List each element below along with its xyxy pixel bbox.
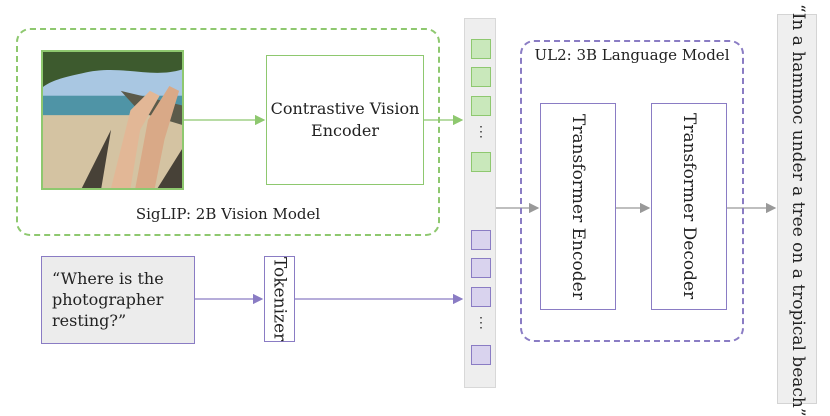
image-token	[471, 39, 491, 59]
text-token-ellipsis: ⋮	[474, 315, 488, 331]
input-photo	[41, 50, 184, 190]
image-token	[471, 96, 491, 116]
image-token	[471, 152, 491, 172]
token-sequence: ⋮ ⋮	[464, 18, 496, 388]
text-token	[471, 230, 491, 250]
vision-model-group	[16, 28, 440, 236]
transformer-encoder-label: Transformer Encoder	[568, 113, 588, 300]
image-token	[471, 67, 491, 87]
language-model-group	[520, 40, 744, 342]
output-text-box: “In a hammoc under a tree on a tropical …	[777, 3, 817, 416]
transformer-decoder-label: Transformer Decoder	[679, 113, 699, 300]
text-token	[471, 258, 491, 278]
image-token-ellipsis: ⋮	[474, 124, 488, 140]
transformer-encoder: Transformer Encoder	[540, 103, 616, 310]
text-token	[471, 287, 491, 307]
language-model-caption: UL2: 3B Language Model	[534, 46, 730, 64]
vision-model-caption: SigLIP: 2B Vision Model	[135, 205, 321, 223]
output-text: “In a hammoc under a tree on a tropical …	[788, 3, 808, 416]
text-token	[471, 345, 491, 365]
transformer-decoder: Transformer Decoder	[651, 103, 727, 310]
tokenizer-box: Tokenizer	[264, 256, 295, 342]
tokenizer-label: Tokenizer	[269, 256, 290, 342]
question-input-box: “Where is the photographer resting?”	[41, 256, 195, 344]
contrastive-vision-encoder: Contrastive Vision Encoder	[266, 55, 424, 185]
